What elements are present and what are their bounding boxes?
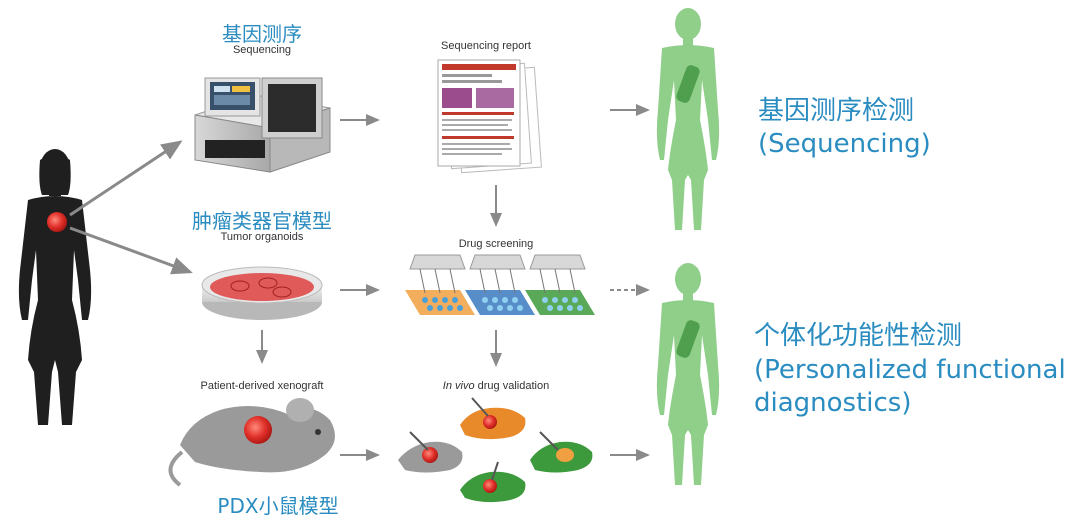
outcome-figure-functional <box>656 263 720 485</box>
label-invivo-italic: In vivo <box>442 380 475 392</box>
label-organoid-en: Tumor organoids <box>220 231 304 243</box>
label-sequencing-en: Sequencing <box>232 44 292 56</box>
label-invivo-rest: drug validation <box>474 380 550 392</box>
label-pdx-en: Patient-derived xenograft <box>200 380 324 392</box>
outcome-sequencing-en: (Sequencing) <box>758 129 931 159</box>
invivo-mice <box>398 397 593 503</box>
sequencer-machine <box>194 77 331 173</box>
pdx-mouse <box>168 398 335 487</box>
patient-tumor <box>47 212 67 232</box>
sequencing-report <box>437 59 542 174</box>
arrow-patient-to-sequencing <box>69 140 183 217</box>
arrow-patient-to-organoids <box>69 226 193 275</box>
outcome-functional-cn: 个体化功能性检测 <box>754 321 963 351</box>
label-sequencing-report: Sequencing report <box>441 40 531 52</box>
outcome-sequencing-cn: 基因测序检测 <box>758 96 915 126</box>
outcome-functional-en-1: (Personalized functional <box>754 355 1066 385</box>
drug-screening-plates <box>405 254 595 315</box>
label-invivo-validation: In vivo drug validation <box>443 380 549 392</box>
outcome-figure-sequencing <box>656 8 720 230</box>
patient-silhouette <box>18 149 92 425</box>
label-drug-screening: Drug screening <box>458 238 534 250</box>
label-organoid-cn: 肿瘤类器官模型 <box>192 209 332 233</box>
tumor-organoid-dish <box>201 266 323 320</box>
outcome-functional-en-2: diagnostics) <box>754 388 912 418</box>
label-pdx-cn: PDX小鼠模型 <box>217 494 339 518</box>
label-sequencing-cn: 基因测序 <box>222 22 302 46</box>
